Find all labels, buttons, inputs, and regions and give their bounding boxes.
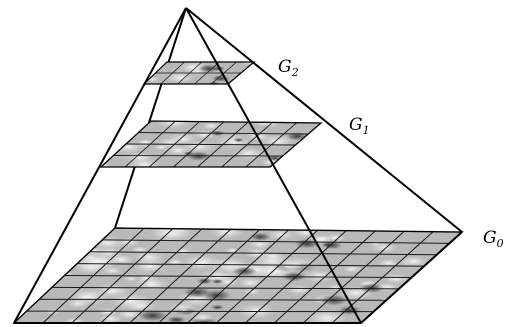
label-g2: G2 xyxy=(278,57,299,79)
pyramid-back-edge xyxy=(114,7,187,229)
layer-g0 xyxy=(12,227,464,324)
pyramid-outline xyxy=(13,7,463,324)
pyramid-left-edge xyxy=(13,7,187,324)
pyramid-right-edge xyxy=(185,7,463,233)
pyramid-base-right-edge xyxy=(360,231,463,324)
pyramid-front-edge xyxy=(185,7,362,324)
layer-g1 xyxy=(99,120,323,168)
label-g0: G0 xyxy=(483,228,504,250)
label-g1: G1 xyxy=(349,115,370,137)
layer-g2 xyxy=(142,61,256,85)
